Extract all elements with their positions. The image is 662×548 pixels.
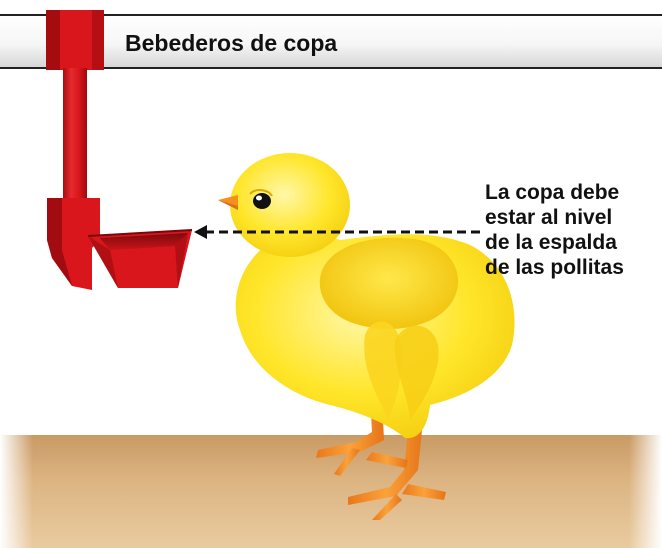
annotation-text: La copa debe estar al nivel de la espald…: [485, 180, 660, 280]
chick: [218, 153, 515, 520]
annotation-line: estar al nivel: [485, 206, 613, 229]
diagram-title: Bebederos de copa: [125, 30, 338, 56]
level-indicator: [194, 225, 480, 239]
header-bar: [0, 14, 662, 69]
annotation-line: de la espalda: [485, 231, 617, 254]
cup-drinker: [46, 10, 193, 290]
annotation-line: de las pollitas: [485, 256, 624, 279]
chick-legs: [316, 395, 446, 520]
annotation-line: La copa debe: [485, 181, 620, 204]
